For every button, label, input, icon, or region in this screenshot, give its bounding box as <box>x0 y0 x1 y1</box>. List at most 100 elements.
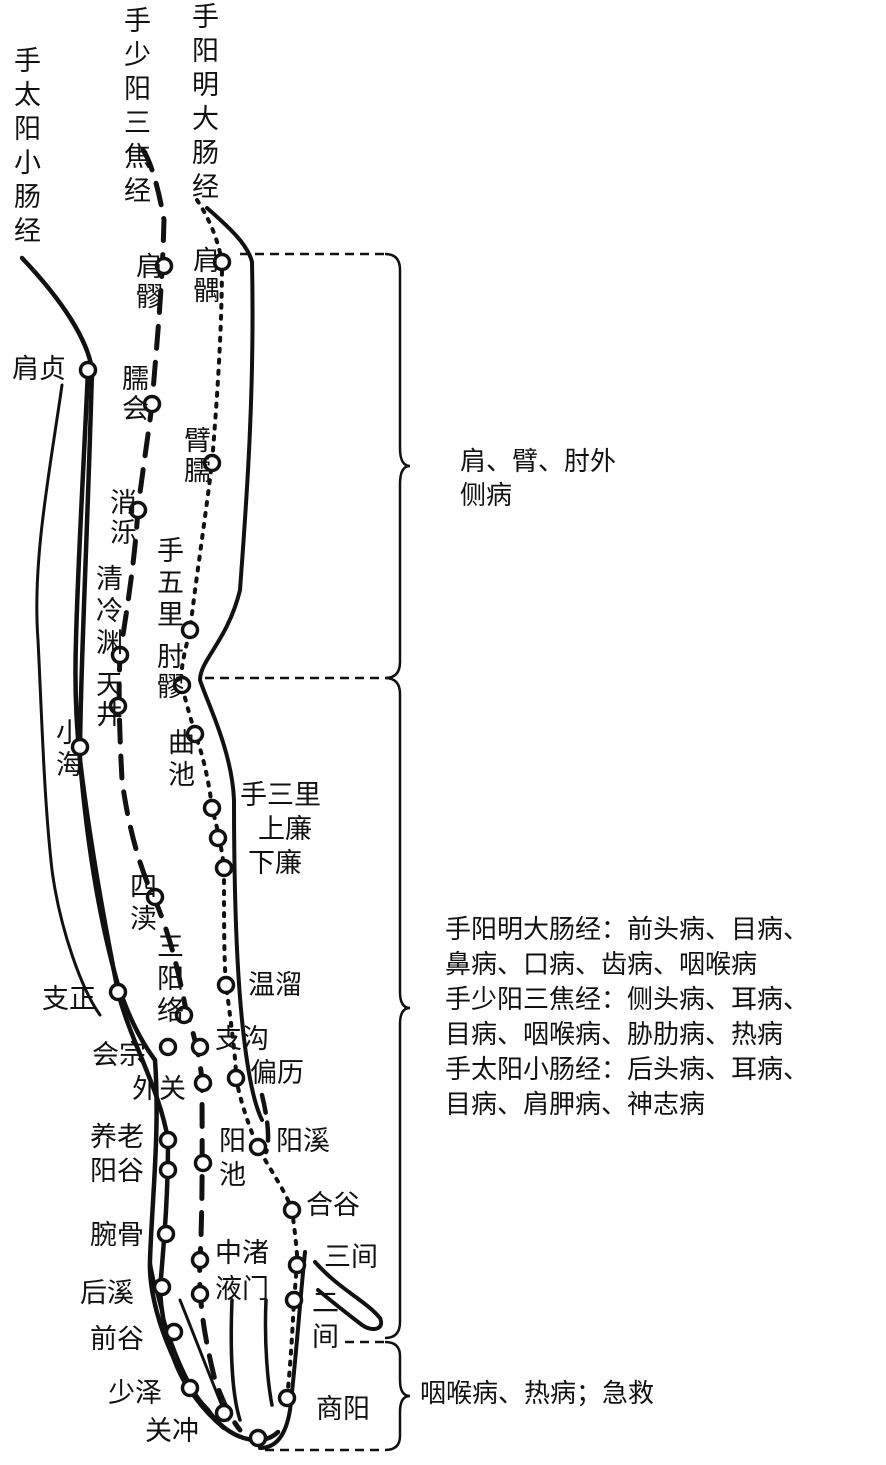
label-waiguan: 外关 <box>132 1074 186 1105</box>
point-shangyang <box>277 1388 297 1408</box>
point-shouwuli <box>180 620 200 640</box>
point-huizong <box>158 1037 178 1057</box>
label-sidu: 四渎 <box>130 872 157 935</box>
indication-middle-line-5: 手太阳小肠经：后头病、耳病、 <box>445 1055 809 1085</box>
point-waiguan <box>193 1073 213 1093</box>
label-yangxi: 阳溪 <box>276 1126 330 1157</box>
point-quchi <box>185 724 205 744</box>
label-naohui: 臑会 <box>122 364 149 425</box>
indication-lower: 咽喉病、热病；急救 <box>420 1379 654 1409</box>
label-jianzhen: 肩贞 <box>12 354 66 385</box>
label-zhongzhu: 中渚 <box>215 1238 269 1269</box>
label-yanglao: 养老 <box>90 1122 144 1153</box>
point-tianjing <box>108 696 128 716</box>
label-san-jiao-meridian: 手少阳三焦经 <box>124 6 151 207</box>
point-yanglao <box>158 1130 178 1150</box>
point-xiaohai <box>70 737 90 757</box>
indication-middle-line-1: 手阳明大肠经：前头病、目病、 <box>445 915 809 945</box>
label-tianjing: 天井 <box>96 670 123 731</box>
indication-middle-line-6: 目病、肩胛病、神志病 <box>445 1090 705 1120</box>
indication-upper-line-1: 肩、臂、肘外 <box>460 447 616 477</box>
label-yangchi: 阳池 <box>219 1126 246 1191</box>
label-huizong: 会宗 <box>92 1040 146 1071</box>
point-yangchi <box>193 1153 213 1173</box>
upper-bracket <box>384 252 411 680</box>
point-shaoze <box>180 1378 200 1398</box>
label-xiaohai: 小海 <box>56 718 83 781</box>
label-qiangu: 前谷 <box>90 1324 144 1355</box>
indication-middle-line-2: 鼻病、口病、齿病、咽喉病 <box>445 950 757 980</box>
point-xiaoluo <box>128 500 148 520</box>
point-sanjian <box>287 1255 307 1275</box>
label-jianyu-li: 肩髃 <box>193 246 220 307</box>
middle-bracket <box>384 676 411 1340</box>
label-shousanli: 手三里 <box>240 780 321 811</box>
point-hegu <box>282 1200 302 1220</box>
label-yemen: 液门 <box>215 1274 269 1305</box>
label-zhizheng: 支正 <box>42 984 96 1015</box>
label-shanglian: 上廉 <box>258 814 312 845</box>
label-large-intestine-meridian: 手阳明大肠经 <box>192 2 219 203</box>
meridian-names: 手太阳小肠经 手少阳三焦经 手阳明大肠经 <box>14 2 219 247</box>
point-jianyu-li <box>212 252 232 272</box>
point-labels: 肩髃 肩髎 肩贞 臑会 臂臑 消泺 手五里 清冷渊 肘髎 天井 小海 曲池 手三… <box>12 246 378 1447</box>
arm-top-contour <box>198 206 264 1122</box>
label-guanchong: 关冲 <box>145 1416 199 1447</box>
point-pianli <box>226 1068 246 1088</box>
label-qinglengyuan: 清冷渊 <box>96 564 123 659</box>
lower-bracket <box>384 1340 411 1452</box>
point-yemen <box>190 1284 210 1304</box>
point-qiangu <box>164 1322 184 1342</box>
label-xialian: 下廉 <box>248 848 302 879</box>
indication-upper-line-2: 侧病 <box>460 481 512 511</box>
point-jianliao <box>154 256 174 276</box>
point-yangxi <box>248 1137 268 1157</box>
point-jianzhen <box>78 360 98 380</box>
label-pianli: 偏历 <box>250 1058 304 1089</box>
point-sidu <box>145 887 165 907</box>
label-quchi: 曲池 <box>168 728 195 791</box>
point-qinglengyuan <box>110 645 130 665</box>
label-zhigou: 支沟 <box>215 1024 269 1055</box>
label-small-intestine-meridian: 手太阳小肠经 <box>14 46 41 247</box>
indication-middle-line-4: 目病、咽喉病、胁肋病、热病 <box>445 1020 783 1050</box>
middle-finger-contour <box>263 1298 274 1407</box>
point-sanyangluo <box>174 1005 194 1025</box>
index-finger-contour <box>229 1298 242 1422</box>
thumb-contour <box>313 1260 384 1332</box>
label-shangyang: 商阳 <box>316 1394 370 1425</box>
point-finger-tip <box>248 1428 268 1448</box>
point-naohui <box>142 394 162 414</box>
ring-finger-contour <box>178 1298 230 1422</box>
indication-texts: 肩、臂、肘外 侧病 手阳明大肠经：前头病、目病、 鼻病、口病、齿病、咽喉病 手少… <box>420 447 809 1409</box>
point-zhouliao <box>172 675 192 695</box>
acupoints <box>70 252 307 1448</box>
label-wenliu: 温溜 <box>248 970 302 1001</box>
point-zhigou <box>190 1037 210 1057</box>
point-binao <box>202 453 222 473</box>
point-houxi <box>152 1277 172 1297</box>
point-yanggu <box>158 1160 178 1180</box>
label-binao: 臂臑 <box>184 426 211 487</box>
point-wangu <box>156 1224 176 1244</box>
label-shaoze: 少泽 <box>108 1378 162 1409</box>
point-zhongzhu <box>190 1250 210 1270</box>
label-houxi: 后溪 <box>80 1278 134 1309</box>
label-jianliao: 肩髎 <box>136 252 163 313</box>
label-sanjian: 三间 <box>324 1242 378 1273</box>
indication-middle-line-3: 手少阳三焦经：侧头病、耳病、 <box>445 985 809 1015</box>
point-erjian <box>284 1290 304 1310</box>
label-xiaoluo: 消泺 <box>110 488 137 549</box>
label-shouwuli: 手五里 <box>157 536 184 631</box>
point-xialian <box>214 858 234 878</box>
point-guanchong <box>214 1403 234 1423</box>
point-wenliu <box>216 975 236 995</box>
indication-brackets <box>205 252 411 1452</box>
point-shanglian <box>208 828 228 848</box>
point-shousanli <box>202 798 222 818</box>
label-hegu: 合谷 <box>306 1190 360 1221</box>
label-sanyangluo: 三阳络 <box>157 932 184 1027</box>
point-zhizheng <box>108 982 128 1002</box>
arm-inner-contour <box>35 383 102 1017</box>
